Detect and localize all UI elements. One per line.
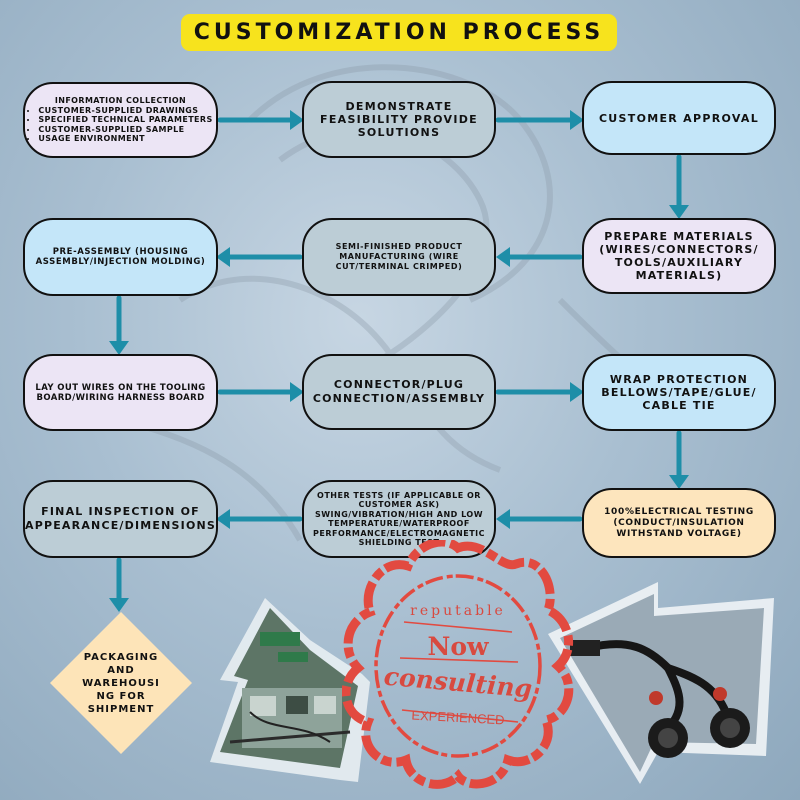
step-prepare-materials: PREPARE MATERIALS (WIRES/CONNECTORS/ TOO…	[582, 218, 776, 294]
stamp-experienced: EXPERIENCED	[411, 707, 505, 728]
step-customer-approval: CUSTOMER APPROVAL	[582, 81, 776, 155]
list-item: SPECIFIED TECHNICAL PARAMETERS	[38, 115, 212, 125]
step-pre-assembly: PRE-ASSEMBLY (HOUSING ASSEMBLY/INJECTION…	[23, 218, 218, 296]
step-information-collection: INFORMATION COLLECTION CUSTOMER-SUPPLIED…	[23, 82, 218, 158]
info-collection-heading: INFORMATION COLLECTION	[54, 96, 187, 106]
step-electrical-testing: 100%ELECTRICAL TESTING (CONDUCT/INSULATI…	[582, 488, 776, 558]
list-item: CUSTOMER-SUPPLIED SAMPLE	[38, 125, 212, 135]
step-packaging: PACKAGING AND WAREHOUSI NG FOR SHIPMENT	[50, 612, 192, 754]
list-item: CUSTOMER-SUPPLIED DRAWINGS	[38, 106, 212, 116]
stamp-reputable: reputable	[410, 603, 506, 619]
step-final-inspection: FINAL INSPECTION OF APPEARANCE/DIMENSION…	[23, 480, 218, 558]
step-other-tests: OTHER TESTS (IF APPLICABLE OR CUSTOMER A…	[302, 480, 496, 558]
info-collection-list: CUSTOMER-SUPPLIED DRAWINGS SPECIFIED TEC…	[28, 106, 212, 144]
packaging-label: PACKAGING AND WAREHOUSI NG FOR SHIPMENT	[82, 651, 160, 715]
step-wrap-protection: WRAP PROTECTION BELLOWS/TAPE/GLUE/ CABLE…	[582, 354, 776, 431]
list-item: USAGE ENVIRONMENT	[38, 134, 212, 144]
step-semi-finished: SEMI-FINISHED PRODUCT MANUFACTURING (WIR…	[302, 218, 496, 296]
stamp: reputable Now consulting EXPERIENCED	[342, 540, 574, 790]
cable-photo	[548, 582, 774, 784]
stamp-graphic	[342, 540, 574, 789]
step-feasibility: DEMONSTRATE FEASIBILITY PROVIDE SOLUTION…	[302, 81, 496, 158]
stamp-consulting: consulting	[382, 661, 534, 704]
stamp-now: Now	[427, 632, 489, 661]
page-title: CUSTOMIZATION PROCESS	[181, 14, 617, 51]
diamond-shape	[50, 612, 192, 754]
step-lay-out-wires: LAY OUT WIRES ON THE TOOLING BOARD/WIRIN…	[23, 354, 218, 431]
step-connector-assembly: CONNECTOR/PLUG CONNECTION/ASSEMBLY	[302, 354, 496, 430]
factory-photo	[210, 598, 370, 782]
